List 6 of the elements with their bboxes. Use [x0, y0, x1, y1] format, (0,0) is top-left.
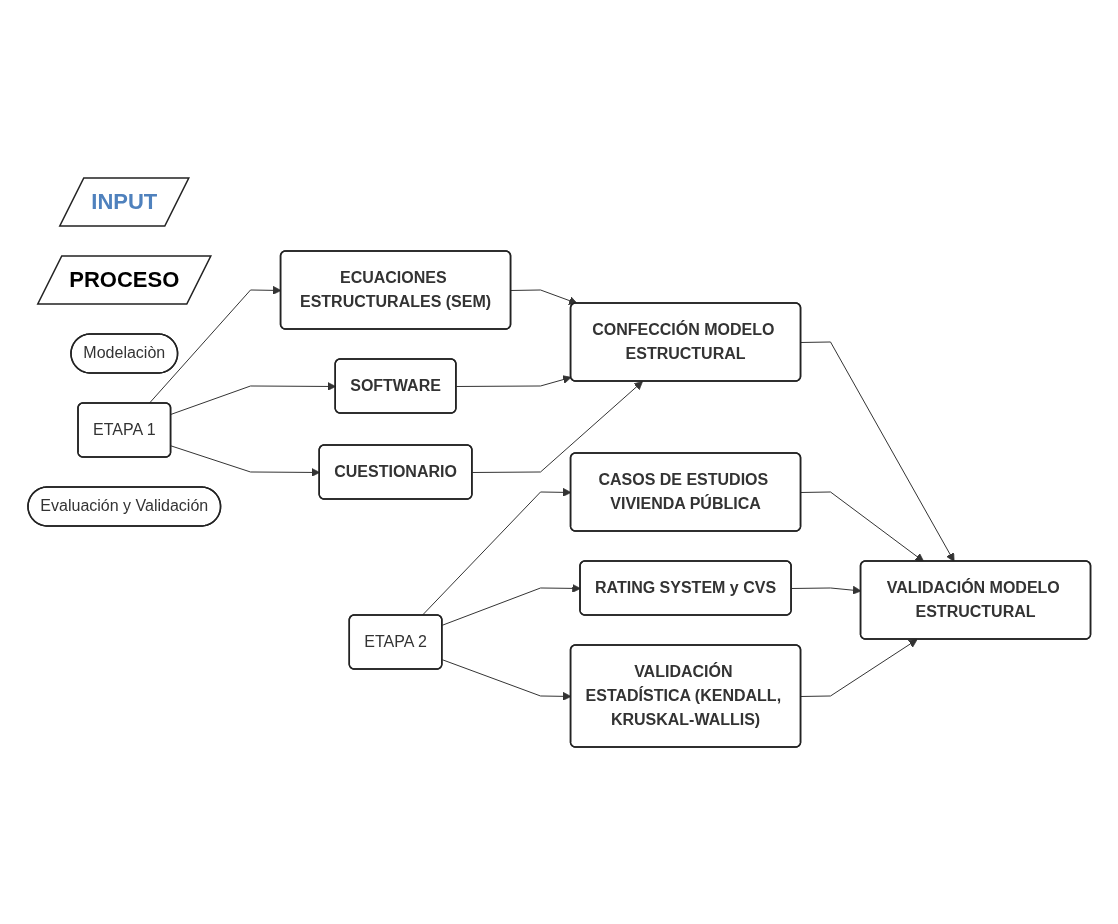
- arrow: [800, 638, 918, 697]
- arrow: [455, 374, 572, 387]
- arrow: [800, 491, 924, 562]
- arrow: [800, 341, 955, 562]
- arrow: [510, 289, 578, 305]
- arrow: [471, 380, 643, 473]
